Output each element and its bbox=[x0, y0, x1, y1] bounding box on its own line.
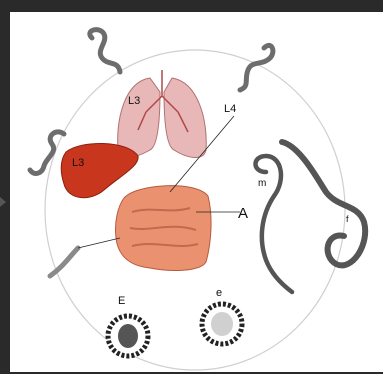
larva-pointer-line bbox=[78, 238, 120, 248]
liver-illustration bbox=[61, 143, 138, 197]
intestine-stage-label: L4 bbox=[224, 103, 236, 115]
larva-top-left bbox=[90, 30, 120, 72]
adult-male-worm bbox=[256, 156, 293, 292]
larva-top-right bbox=[240, 45, 273, 90]
adult-female-worm bbox=[282, 142, 365, 265]
lung-stage-label: L3 bbox=[128, 95, 140, 107]
fertile-egg bbox=[108, 316, 148, 356]
unfertile-egg-label: e bbox=[216, 287, 222, 299]
unfertile-egg bbox=[202, 304, 242, 344]
liver-stage-label: L3 bbox=[72, 157, 84, 169]
lungs-illustration bbox=[118, 70, 207, 158]
male-worm-label: m bbox=[258, 178, 266, 189]
larva-bottom-left bbox=[50, 248, 78, 276]
adult-label: A bbox=[238, 205, 248, 222]
larva-left bbox=[30, 132, 64, 174]
intestine-illustration bbox=[115, 186, 211, 271]
fertile-egg-label: E bbox=[118, 295, 125, 307]
female-worm-label: f bbox=[346, 214, 349, 224]
